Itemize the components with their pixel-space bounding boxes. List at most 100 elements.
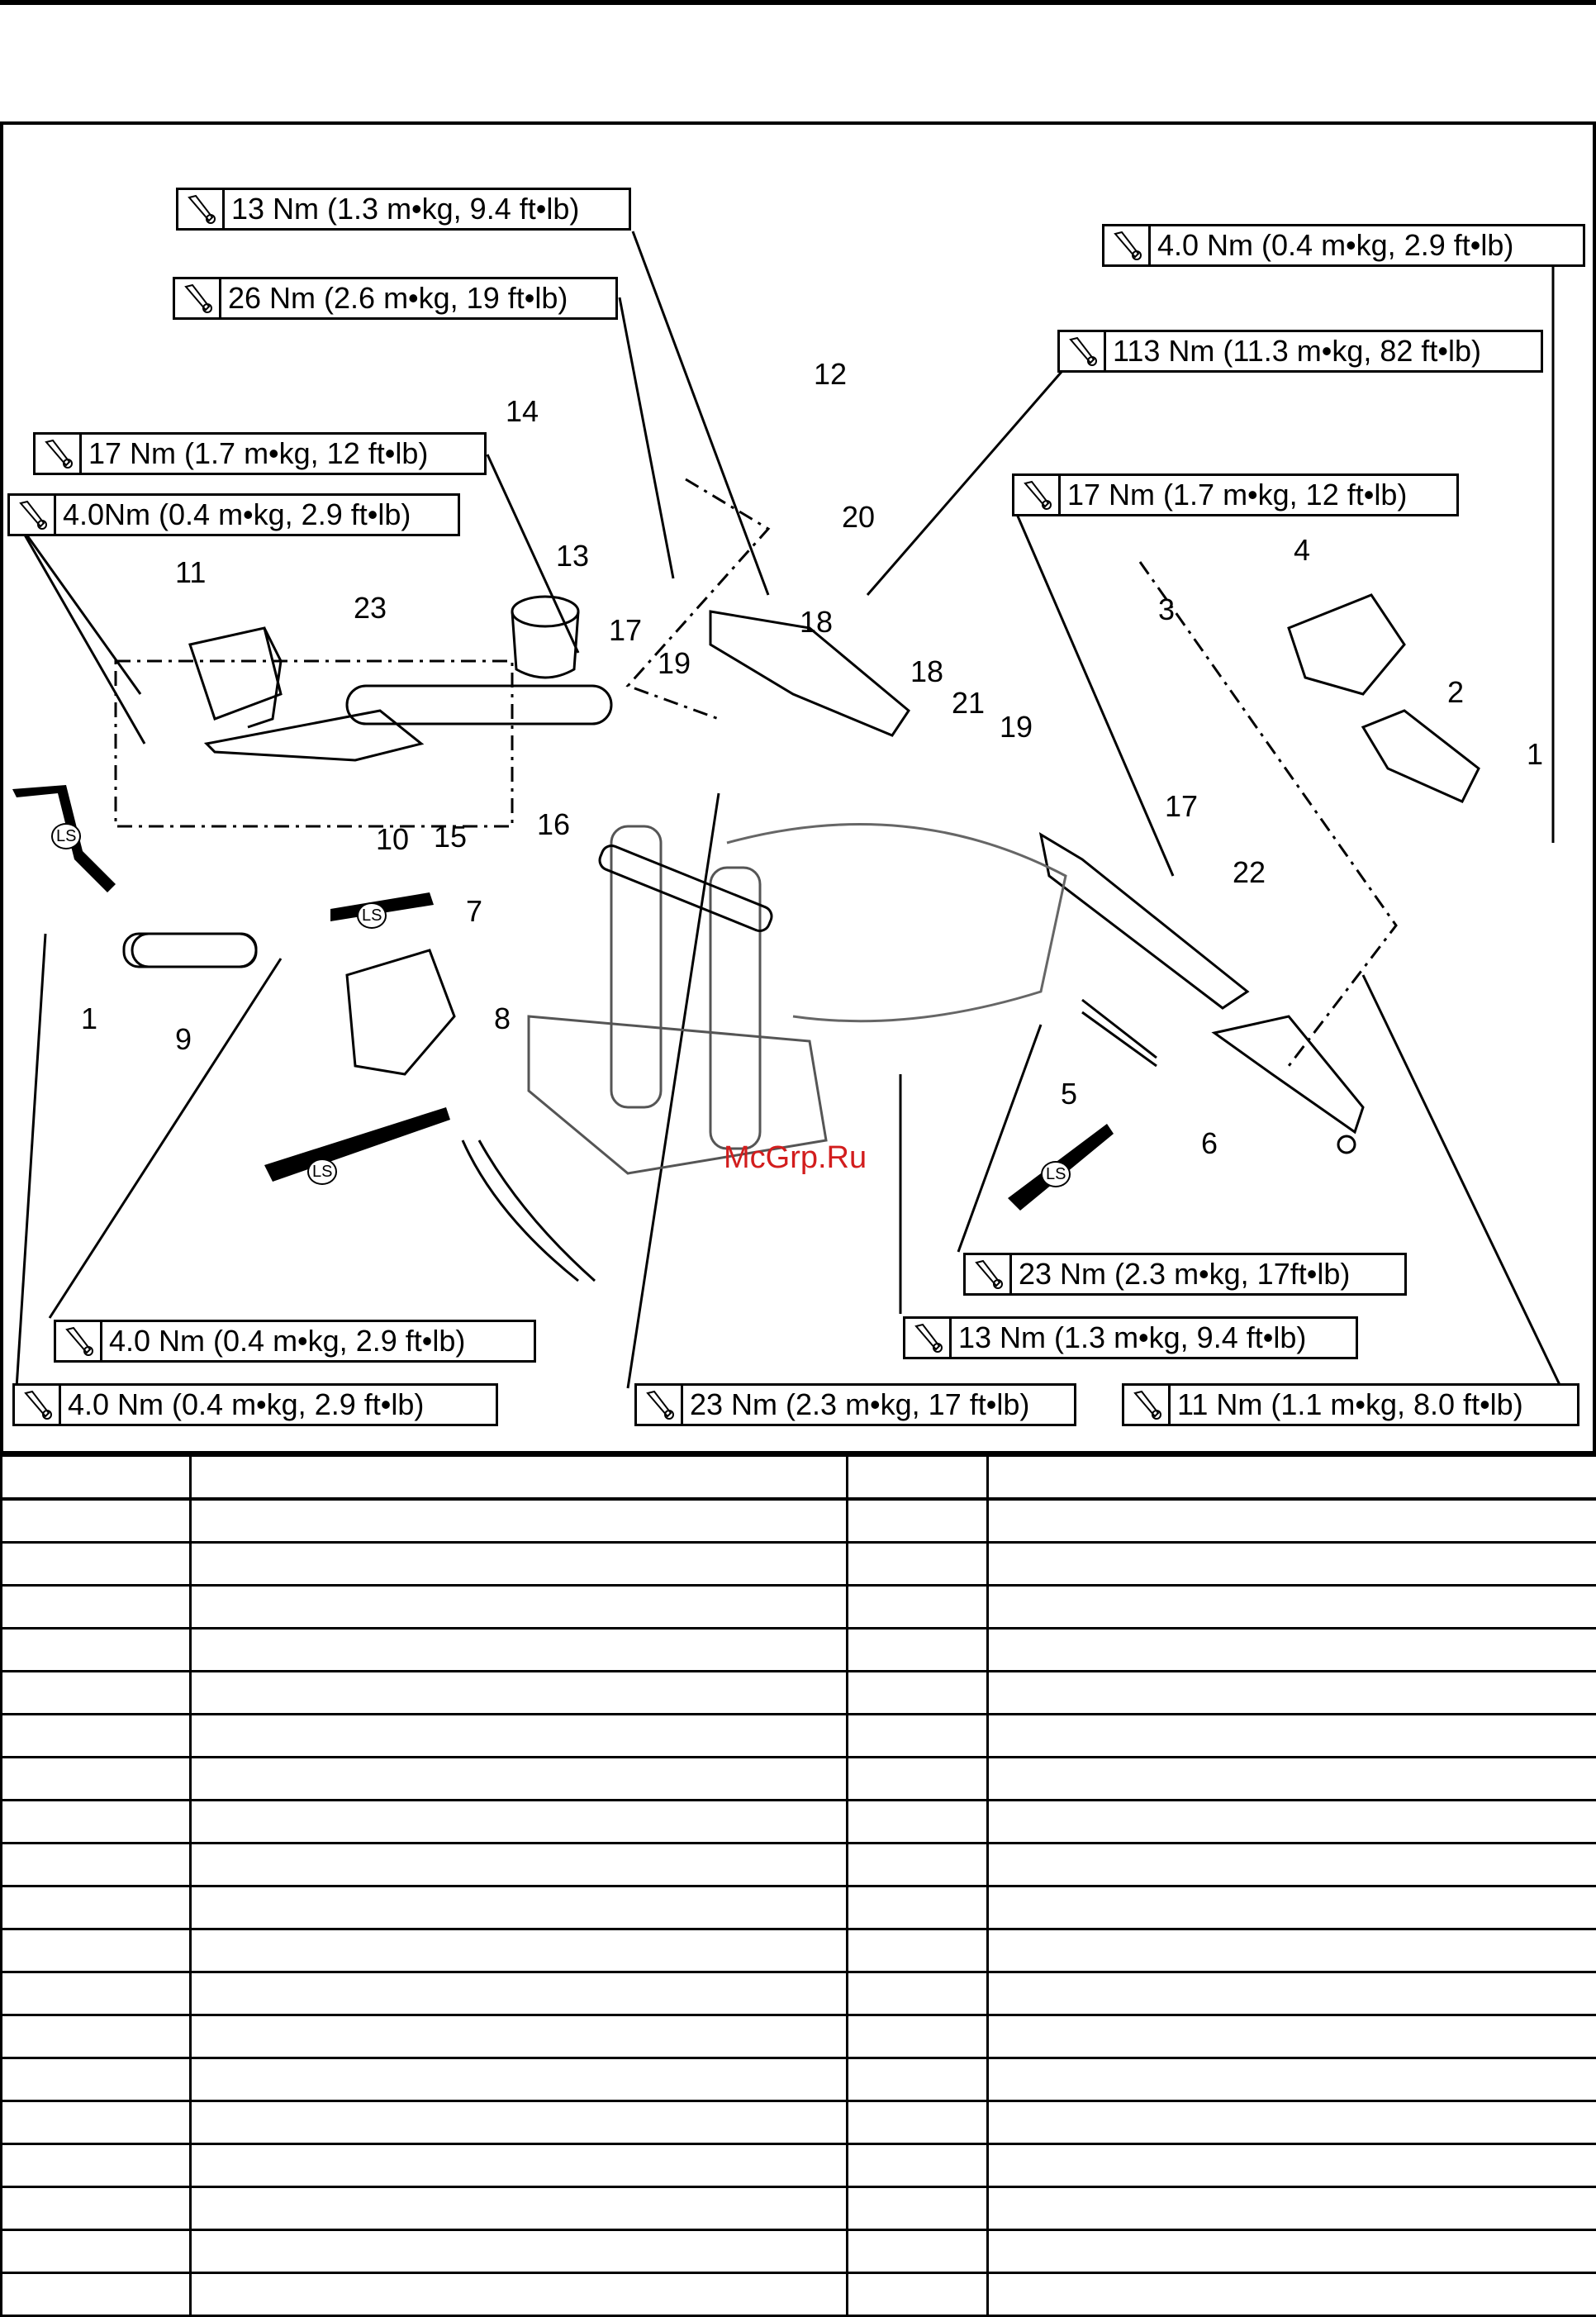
table-cell bbox=[191, 1715, 848, 1758]
torque-value: 4.0Nm (0.4 m•kg, 2.9 ft•lb) bbox=[56, 497, 419, 532]
table-cell bbox=[988, 2144, 1596, 2187]
table-row bbox=[2, 2230, 1596, 2273]
table-cell bbox=[848, 2101, 988, 2144]
table-row bbox=[2, 1586, 1596, 1629]
table-cell bbox=[848, 1929, 988, 1972]
table-cell bbox=[848, 2230, 988, 2273]
table-row bbox=[2, 2058, 1596, 2101]
callout-12: 12 bbox=[814, 359, 847, 389]
torque-value: 11 Nm (1.1 m•kg, 8.0 ft•lb) bbox=[1171, 1387, 1532, 1422]
table-cell bbox=[2, 2273, 191, 2316]
table-cell bbox=[191, 2187, 848, 2230]
table-cell bbox=[191, 1844, 848, 1886]
callout-2: 2 bbox=[1447, 678, 1464, 707]
table-cell bbox=[2, 1586, 191, 1629]
table-row bbox=[2, 2144, 1596, 2187]
table-cell bbox=[2, 1801, 191, 1844]
torque-spec-4nm-lower-b: 4.0 Nm (0.4 m•kg, 2.9 ft•lb) bbox=[12, 1383, 498, 1426]
torque-spec-13nm-top: 13 Nm (1.3 m•kg, 9.4 ft•lb) bbox=[176, 188, 631, 231]
torque-spec-4nm-left: 4.0Nm (0.4 m•kg, 2.9 ft•lb) bbox=[7, 493, 460, 536]
table-cell bbox=[988, 1929, 1596, 1972]
table-row bbox=[2, 1499, 1596, 1543]
torque-value: 17 Nm (1.7 m•kg, 12 ft•lb) bbox=[1061, 478, 1415, 512]
table-cell bbox=[848, 1758, 988, 1801]
table-cell bbox=[988, 2101, 1596, 2144]
callout-16: 16 bbox=[537, 810, 570, 840]
table-cell bbox=[191, 2230, 848, 2273]
table-row bbox=[2, 1886, 1596, 1929]
torque-spec-23nm-bottom: 23 Nm (2.3 m•kg, 17 ft•lb) bbox=[634, 1383, 1076, 1426]
table-cell bbox=[988, 2230, 1596, 2273]
table-cell bbox=[191, 2144, 848, 2187]
table-cell bbox=[191, 1758, 848, 1801]
callout-5: 5 bbox=[1061, 1079, 1077, 1109]
table-cell bbox=[2, 1972, 191, 2015]
torque-value: 23 Nm (2.3 m•kg, 17 ft•lb) bbox=[683, 1387, 1038, 1422]
table-cell bbox=[2, 2058, 191, 2101]
torque-spec-113nm: 113 Nm (11.3 m•kg, 82 ft•lb) bbox=[1057, 330, 1543, 373]
callout-3: 3 bbox=[1158, 595, 1175, 625]
table-row bbox=[2, 1758, 1596, 1801]
table-cell bbox=[988, 1801, 1596, 1844]
table-cell bbox=[2, 1715, 191, 1758]
callout-17-left: 17 bbox=[609, 616, 642, 645]
table-cell bbox=[848, 2015, 988, 2058]
callout-18-lower: 18 bbox=[910, 657, 943, 687]
table-cell bbox=[191, 1499, 848, 1543]
table-cell bbox=[2, 2187, 191, 2230]
table-cell bbox=[191, 1629, 848, 1672]
table-cell bbox=[848, 2187, 988, 2230]
table-cell bbox=[848, 1672, 988, 1715]
torque-wrench-icon bbox=[15, 1386, 61, 1424]
table-cell bbox=[848, 1972, 988, 2015]
table-cell bbox=[191, 2273, 848, 2316]
parts-table bbox=[0, 1454, 1596, 2316]
torque-value: 113 Nm (11.3 m•kg, 82 ft•lb) bbox=[1106, 334, 1489, 369]
table-cell bbox=[988, 1543, 1596, 1586]
torque-spec-13nm-bottom: 13 Nm (1.3 m•kg, 9.4 ft•lb) bbox=[903, 1316, 1358, 1359]
table-row bbox=[2, 1844, 1596, 1886]
table-row bbox=[2, 1629, 1596, 1672]
callout-1-right: 1 bbox=[1527, 740, 1543, 769]
torque-wrench-icon bbox=[905, 1319, 952, 1357]
table-row bbox=[2, 1972, 1596, 2015]
callout-19-right: 19 bbox=[1000, 712, 1033, 742]
table-cell bbox=[191, 2101, 848, 2144]
callout-13: 13 bbox=[556, 541, 589, 571]
torque-spec-4nm-lower-a: 4.0 Nm (0.4 m•kg, 2.9 ft•lb) bbox=[54, 1320, 536, 1363]
table-cell bbox=[191, 1586, 848, 1629]
torque-wrench-icon bbox=[966, 1255, 1012, 1293]
callout-4: 4 bbox=[1294, 535, 1310, 565]
callout-17-right: 17 bbox=[1165, 792, 1198, 821]
table-cell bbox=[191, 1972, 848, 2015]
table-cell bbox=[2, 1456, 191, 1500]
table-row bbox=[2, 2187, 1596, 2230]
callout-9: 9 bbox=[175, 1025, 192, 1054]
table-cell bbox=[988, 1456, 1596, 1500]
table-cell bbox=[2, 2015, 191, 2058]
table-cell bbox=[848, 1801, 988, 1844]
torque-value: 4.0 Nm (0.4 m•kg, 2.9 ft•lb) bbox=[1151, 228, 1522, 263]
table-cell bbox=[848, 2058, 988, 2101]
callout-19-left: 19 bbox=[658, 649, 691, 678]
table-cell bbox=[191, 1929, 848, 1972]
table-cell bbox=[848, 1715, 988, 1758]
torque-wrench-icon bbox=[10, 496, 56, 534]
table-cell bbox=[988, 2015, 1596, 2058]
table-cell bbox=[2, 1543, 191, 1586]
table-cell bbox=[988, 1758, 1596, 1801]
table-cell bbox=[2, 1886, 191, 1929]
table-row bbox=[2, 1672, 1596, 1715]
table-cell bbox=[191, 1543, 848, 1586]
torque-value: 4.0 Nm (0.4 m•kg, 2.9 ft•lb) bbox=[102, 1324, 473, 1358]
table-cell bbox=[988, 1715, 1596, 1758]
table-row bbox=[2, 1543, 1596, 1586]
torque-wrench-icon bbox=[1124, 1386, 1171, 1424]
callout-20: 20 bbox=[842, 502, 875, 532]
table-cell bbox=[988, 1586, 1596, 1629]
callout-14: 14 bbox=[506, 397, 539, 426]
table-cell bbox=[2, 1629, 191, 1672]
table-cell bbox=[191, 1886, 848, 1929]
table-cell bbox=[191, 1456, 848, 1500]
table-cell bbox=[988, 2273, 1596, 2316]
